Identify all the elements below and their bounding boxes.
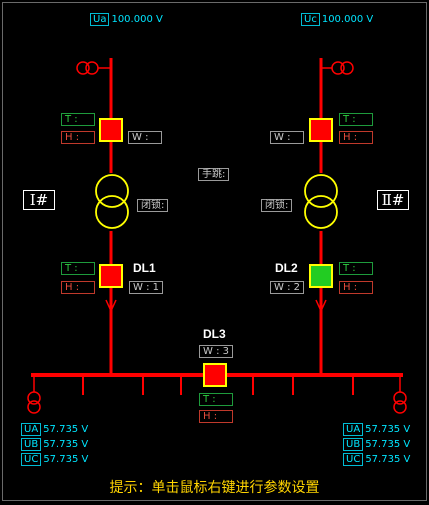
left-arrow-icon <box>105 299 117 313</box>
left-top-pt-icon[interactable] <box>76 61 110 75</box>
transformer-1-label: Ⅰ# <box>23 190 55 210</box>
dl3-h-field[interactable]: H : <box>199 410 233 423</box>
transformer-2-icon[interactable] <box>304 174 338 229</box>
dl1-label: DL1 <box>133 261 156 275</box>
bottom-right-meter-ua: UA 57.735 V <box>343 423 410 436</box>
meter-tag: UC <box>21 453 42 466</box>
meter-value: 57.735 V <box>365 424 411 435</box>
one-line-diagram <box>27 58 407 414</box>
meter-value: 57.735 V <box>43 439 89 450</box>
meter-value: 57.735 V <box>365 439 411 450</box>
meter-tag: UB <box>343 438 364 451</box>
dl3-w-field[interactable]: W : 3 <box>199 345 233 358</box>
meter-value: 57.735 V <box>43 454 89 465</box>
substation-diagram: Ua 100.000 V Uc 100.000 V T : H : W : T … <box>2 2 427 501</box>
dl2-w-field[interactable]: W : 2 <box>270 281 304 294</box>
right-bottom-pt-icon[interactable] <box>393 377 407 414</box>
dl2-breaker[interactable] <box>309 264 333 288</box>
right-top-pt-icon[interactable] <box>320 61 354 75</box>
right-upper-h-field[interactable]: H : <box>339 131 373 144</box>
meter-value: 57.735 V <box>43 424 89 435</box>
bottom-right-meter-ub: UB 57.735 V <box>343 438 410 451</box>
dl1-h-field[interactable]: H : <box>61 281 95 294</box>
bottom-left-meter-ua: UA 57.735 V <box>21 423 88 436</box>
meter-value: 57.735 V <box>365 454 411 465</box>
dl3-t-field[interactable]: T : <box>199 393 233 406</box>
dl3-breaker[interactable] <box>203 363 227 387</box>
dl2-label: DL2 <box>275 261 298 275</box>
meter-tag: UA <box>21 423 42 436</box>
meter-tag: UB <box>21 438 42 451</box>
dl1-breaker[interactable] <box>99 264 123 288</box>
top-left-voltage-meter: Ua 100.000 V <box>90 13 163 26</box>
bottom-left-meter-ub: UB 57.735 V <box>21 438 88 451</box>
left-upper-breaker[interactable] <box>99 118 123 142</box>
right-upper-w-field[interactable]: W : <box>270 131 304 144</box>
dl2-h-field[interactable]: H : <box>339 281 373 294</box>
right-upper-breaker[interactable] <box>309 118 333 142</box>
dl1-w-field[interactable]: W : 1 <box>129 281 163 294</box>
bottom-right-meter-uc: UC 57.735 V <box>343 453 410 466</box>
left-upper-t-field[interactable]: T : <box>61 113 95 126</box>
meter-value: 100.000 V <box>321 14 374 25</box>
bottom-left-meter-uc: UC 57.735 V <box>21 453 88 466</box>
manual-trip-field[interactable]: 手跳: <box>198 168 230 181</box>
left-bottom-pt-icon[interactable] <box>27 377 41 414</box>
meter-value: 100.000 V <box>111 14 163 25</box>
meter-tag: Ua <box>90 13 110 26</box>
right-interlock-field[interactable]: 闭锁: <box>261 199 293 212</box>
left-upper-w-field[interactable]: W : <box>128 131 162 144</box>
left-upper-h-field[interactable]: H : <box>61 131 95 144</box>
meter-tag: UC <box>343 453 364 466</box>
bus-feeder-stubs <box>82 375 354 395</box>
meter-tag: Uc <box>301 13 320 26</box>
meter-tag: UA <box>343 423 364 436</box>
right-upper-t-field[interactable]: T : <box>339 113 373 126</box>
dl1-t-field[interactable]: T : <box>61 262 95 275</box>
transformer-1-icon[interactable] <box>95 174 129 229</box>
dl2-t-field[interactable]: T : <box>339 262 373 275</box>
transformer-2-label: Ⅱ# <box>377 190 409 210</box>
top-right-voltage-meter: Uc 100.000 V <box>301 13 373 26</box>
left-interlock-field[interactable]: 闭锁: <box>137 199 169 212</box>
right-arrow-icon <box>315 299 327 313</box>
hint-text: 提示：单击鼠标右键进行参数设置 <box>109 480 320 496</box>
dl3-label: DL3 <box>203 327 226 341</box>
